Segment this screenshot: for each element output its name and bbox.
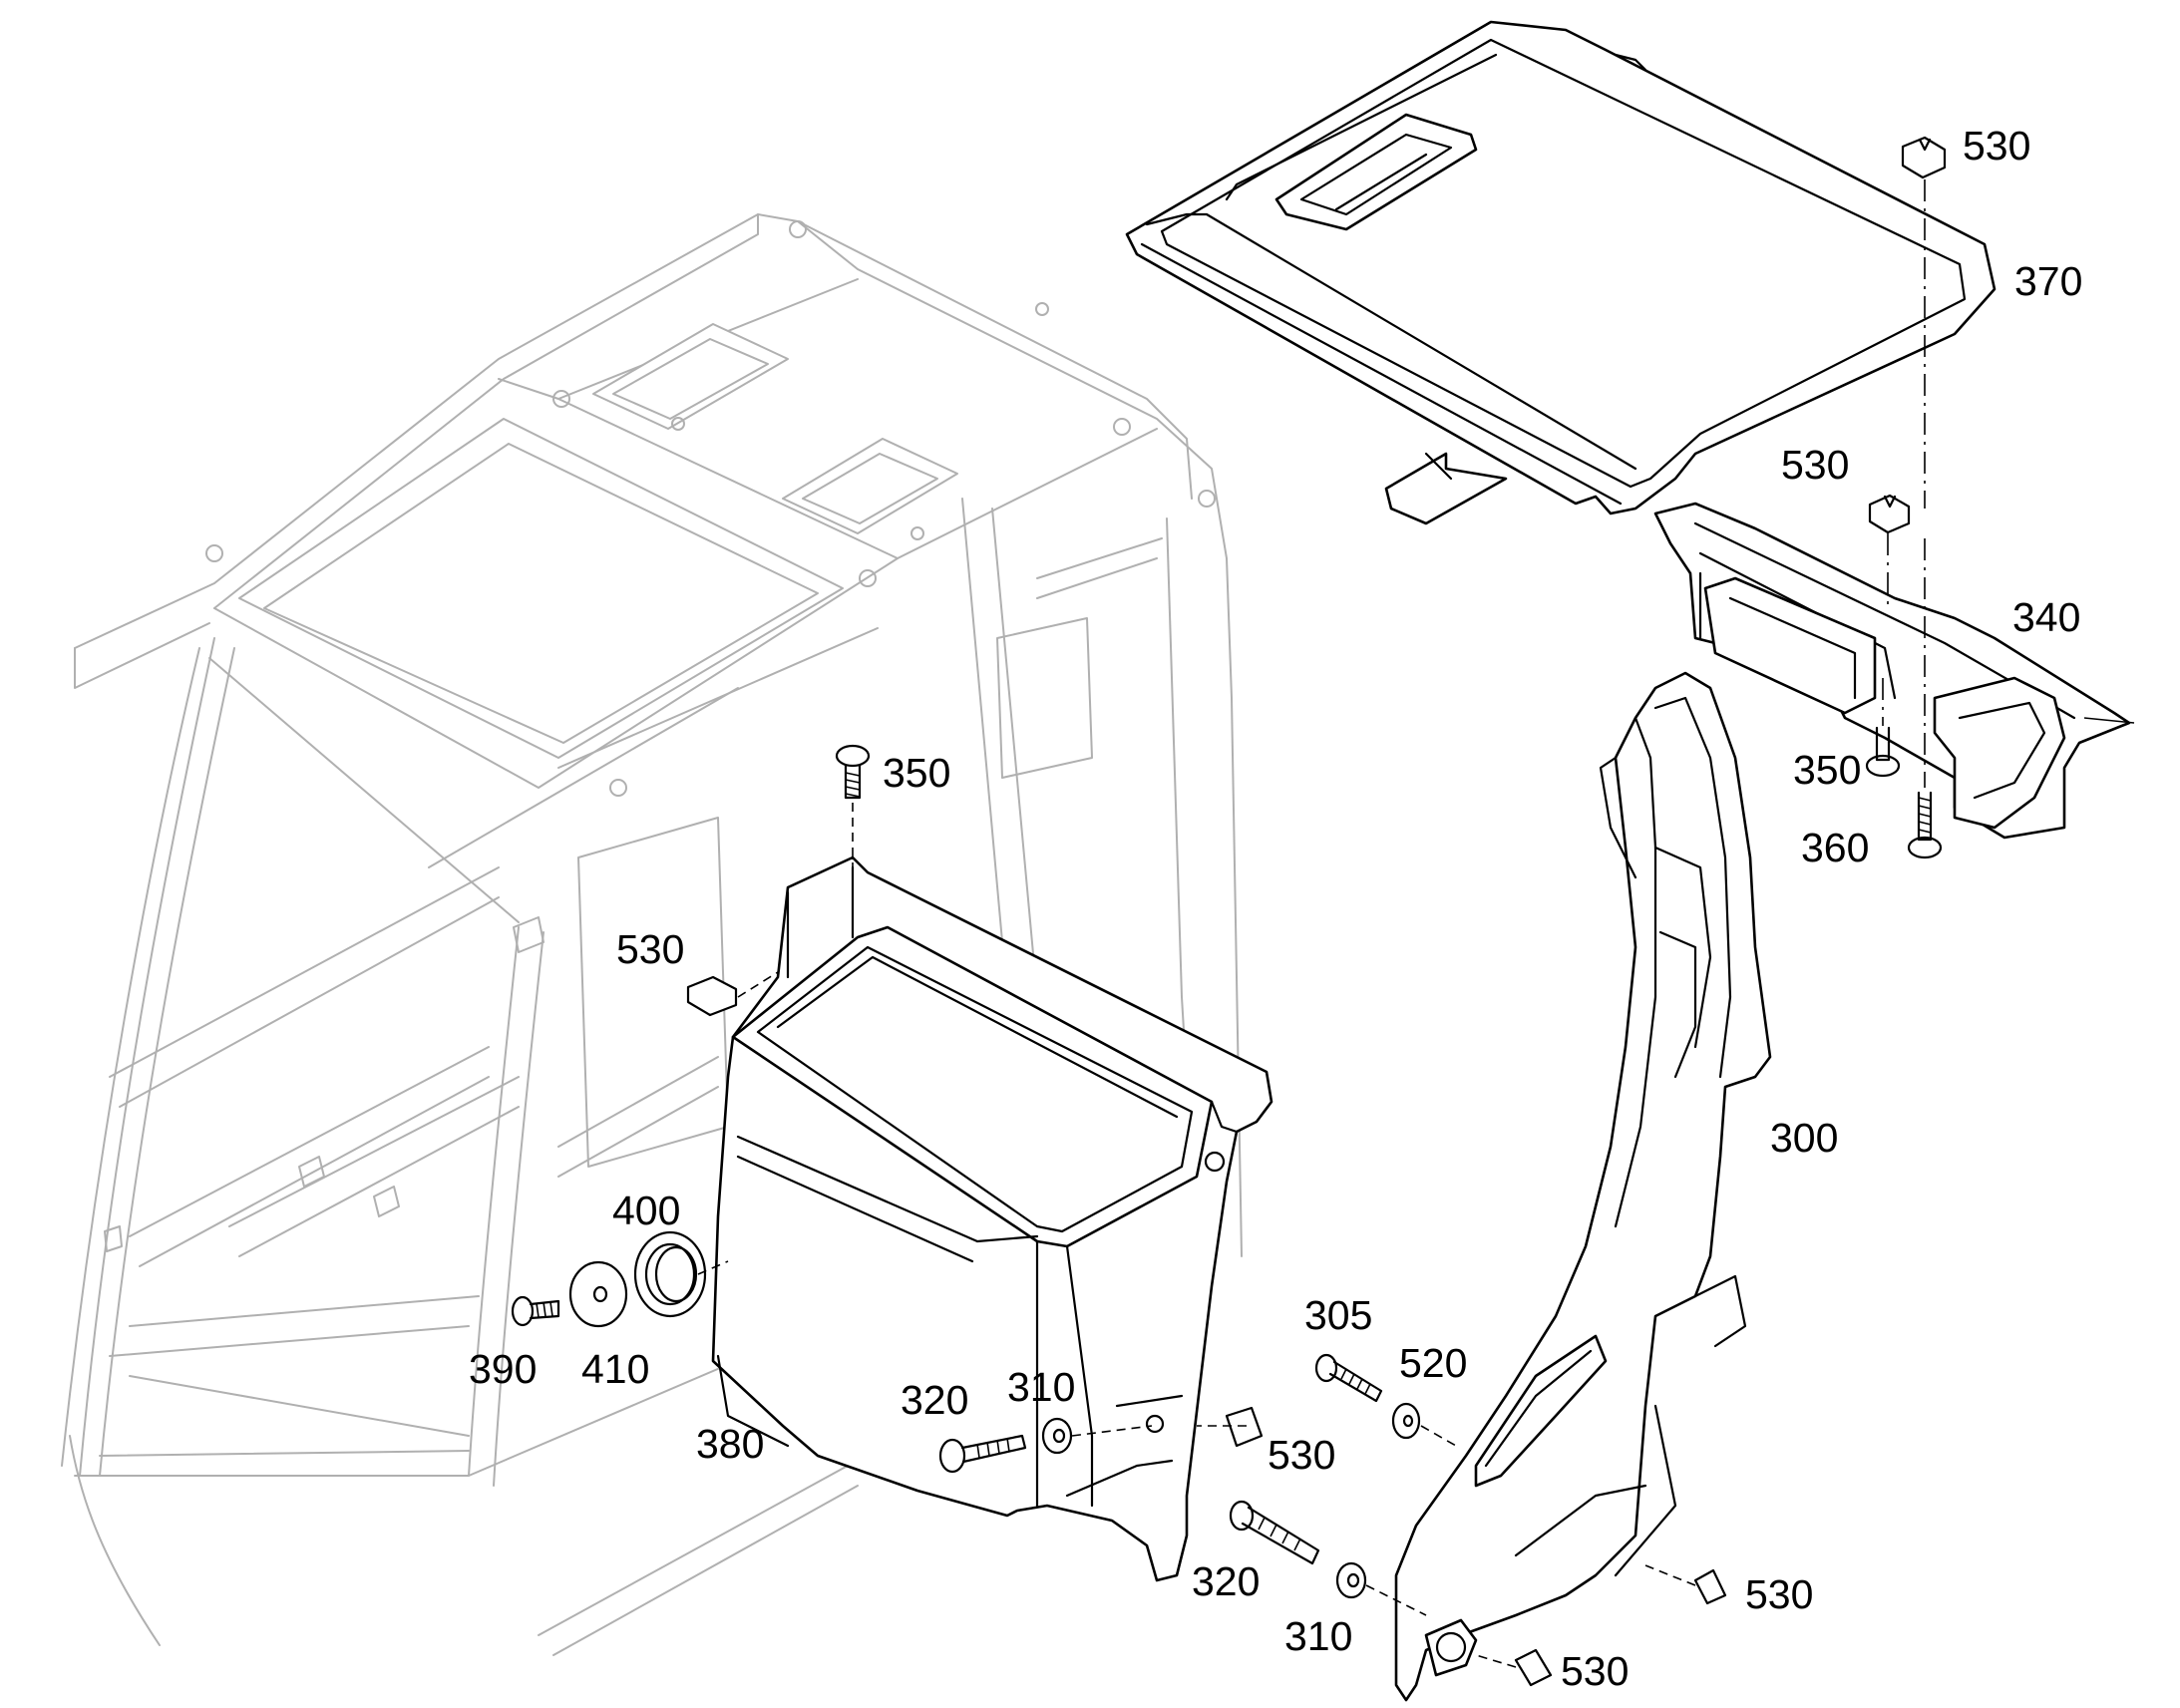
callout-530: 530 [1268,1432,1335,1478]
callout-340: 340 [2012,594,2080,640]
cab-frame-ghost [61,213,1243,1656]
rear-trim-340 [1653,502,2135,840]
callout-310: 310 [1007,1364,1075,1410]
callout-310: 310 [1284,1613,1352,1659]
callout-labels: 530 370 530 340 350 360 350 530 300 400 … [469,123,2082,1694]
callout-520: 520 [1399,1340,1467,1386]
callout-300: 300 [1770,1115,1838,1161]
callout-390: 390 [469,1346,537,1392]
callout-360: 360 [1801,825,1869,870]
callout-350: 350 [883,750,950,796]
callout-320: 320 [1192,1558,1260,1604]
callout-320: 320 [901,1377,968,1423]
callout-530: 530 [1745,1571,1813,1617]
roof-liner-370 [1125,20,1997,525]
callout-410: 410 [581,1346,649,1392]
pillar-cover-300 [1394,671,1772,1702]
callout-530: 530 [1781,442,1849,488]
storage-box-380 [711,855,1273,1582]
callout-530: 530 [616,926,684,972]
callout-305: 305 [1304,1292,1372,1338]
hardware-fasteners [511,136,1947,1687]
callout-380: 380 [696,1421,764,1467]
callout-400: 400 [612,1188,680,1233]
callout-350: 350 [1793,747,1861,793]
callout-530: 530 [1561,1648,1629,1694]
leader-lines [697,179,1926,1668]
callout-370: 370 [2014,258,2082,304]
callout-530: 530 [1963,123,2030,169]
